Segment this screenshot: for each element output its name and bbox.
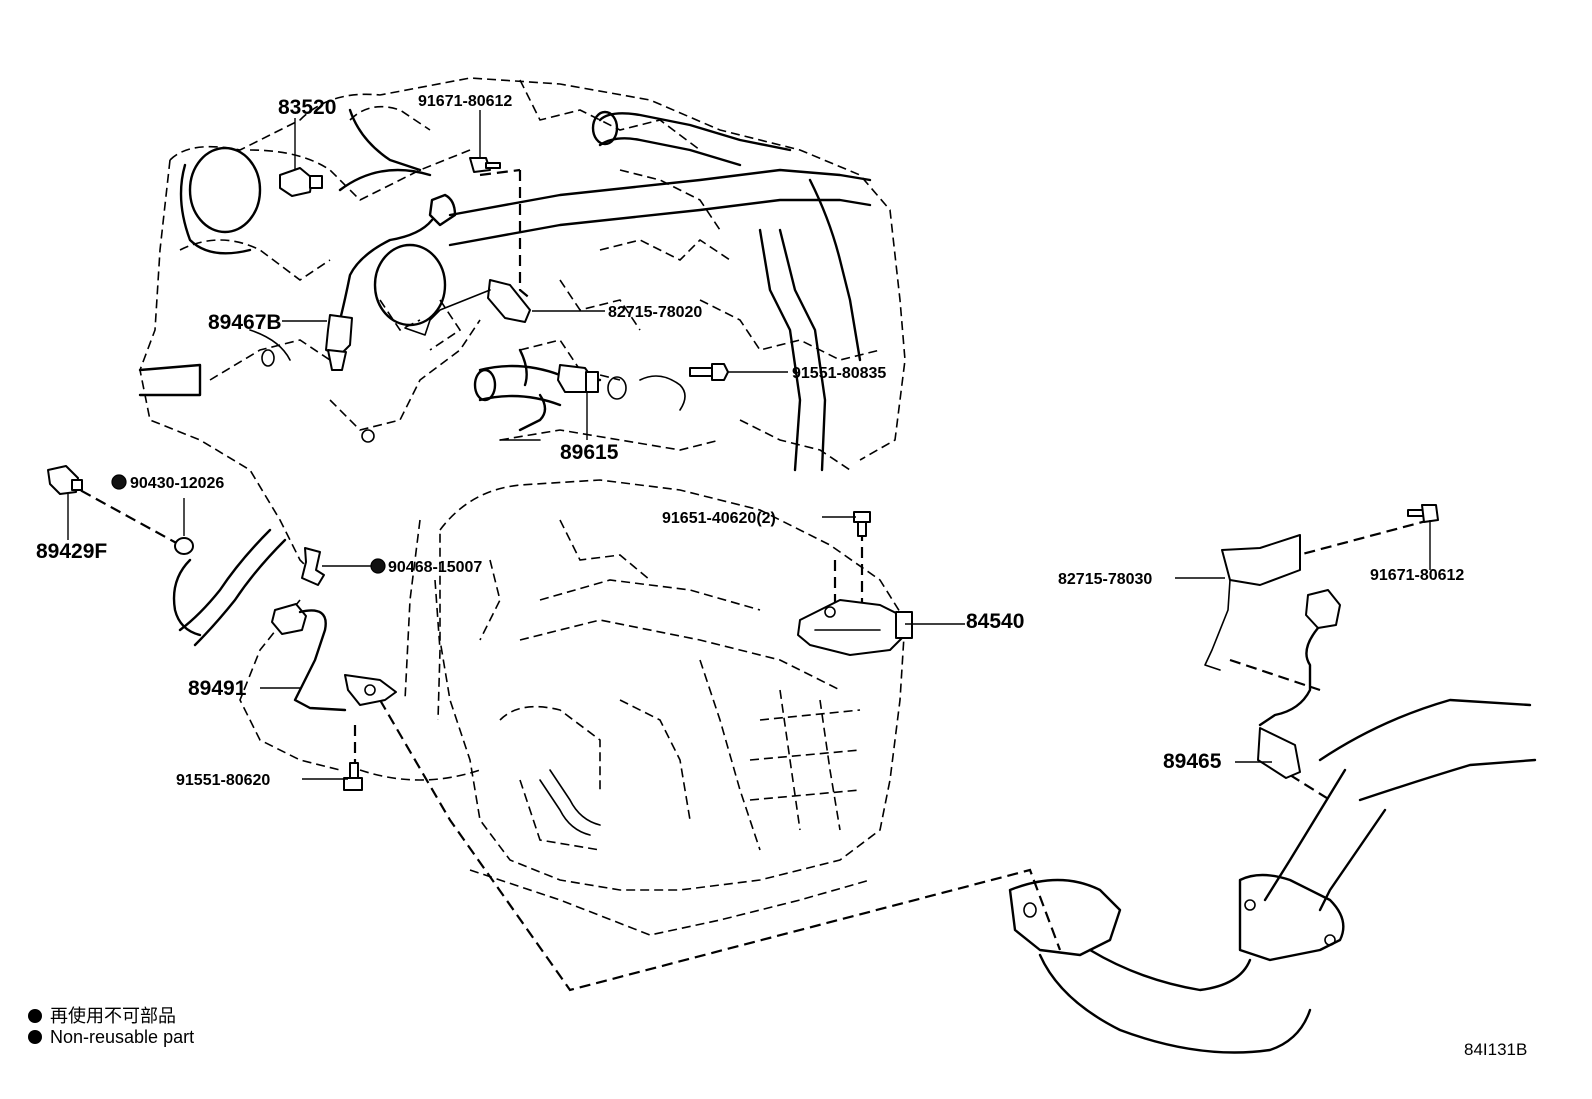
part-91551-80620-bolt [343,762,363,791]
leader-lines [67,110,1431,780]
label-82715-78020: 82715-78020 [608,304,702,321]
label-89465: 89465 [1163,750,1222,773]
part-91651-40620-bolt [853,511,871,537]
diagram-reference-code: 84I131B [1464,1040,1528,1059]
part-83520-oil-pressure-switch [279,167,323,197]
label-89491: 89491 [188,677,247,700]
part-91671-bolt-top [469,157,501,173]
label-89429F: 89429F [36,540,107,563]
label-83520: 83520 [278,96,336,119]
label-91671-80612-top: 91671-80612 [418,93,512,110]
part-91671-80612-bolt-right [1407,504,1439,523]
part-89429F-sensor [47,465,83,495]
legend-dot-icon [28,1030,42,1044]
part-90430-12026-gasket [174,537,194,555]
label-89467B: 89467B [208,311,282,334]
label-91551-80835: 91551-80835 [792,365,886,382]
transaxle-outline [359,479,906,936]
engine-outline [139,77,906,771]
part-90468-15007-clip [301,547,325,586]
non-reusable-marker-90430 [111,474,127,490]
engine-pipes [138,108,872,647]
part-84540-neutral-switch [797,599,913,656]
part-82715-78020-bracket [404,279,531,336]
label-90468-15007: 90468-15007 [388,559,482,576]
part-89615-speed-sensor [557,364,599,393]
part-82715-78030-bracket [1204,534,1301,671]
label-89615: 89615 [560,441,619,464]
legend-jp-text: 再使用不可部品 [50,1006,176,1026]
label-90430-12026: 90430-12026 [130,475,224,492]
exhaust-pipe [1008,698,1537,1054]
part-labels: 83520 91671-80612 82715-78020 89467B 915… [36,93,1464,789]
legend-en-text: Non-reusable part [50,1027,195,1047]
assembly-lines [79,168,1431,992]
non-reusable-marker-90468 [370,558,386,574]
part-89465-oxygen-sensor [1257,589,1341,779]
legend-en: Non-reusable part [28,1027,194,1048]
legend-dot-icon [28,1009,42,1023]
part-89491-sensor [271,603,397,712]
part-89467B-oxygen-sensor [325,193,457,371]
legend-jp: 再使用不可部品 [28,1002,176,1028]
label-91671-80612-right: 91671-80612 [1370,567,1464,584]
label-82715-78030: 82715-78030 [1058,571,1152,588]
part-91551-80835-bolt [689,363,729,381]
label-91651-40620: 91651-40620(2) [662,510,776,527]
label-84540: 84540 [966,610,1024,633]
label-91551-80620: 91551-80620 [176,772,270,789]
